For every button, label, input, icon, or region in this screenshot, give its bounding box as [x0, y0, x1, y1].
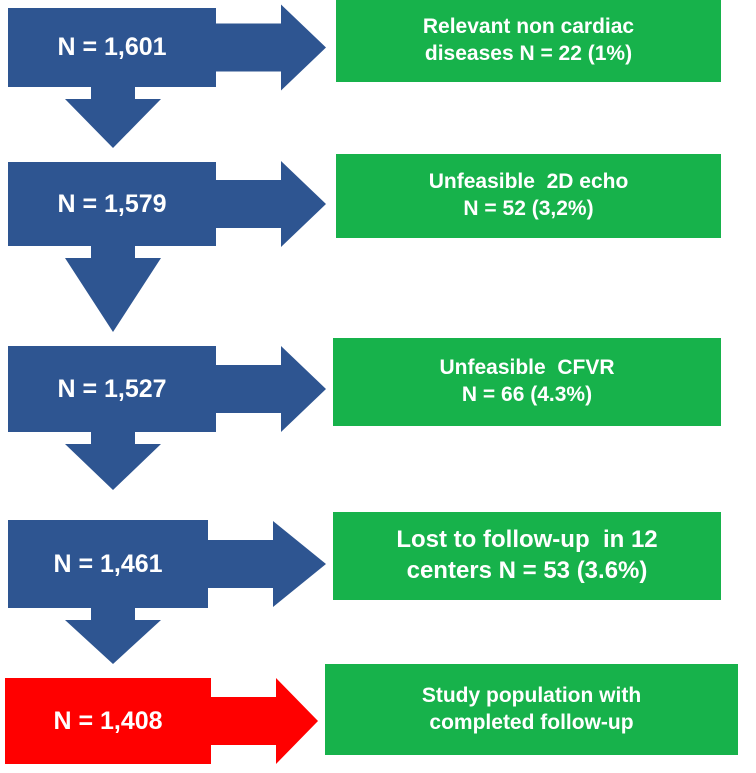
count-box-4: N = 1,461	[8, 520, 208, 608]
down-arrow-2	[65, 244, 161, 332]
outcome-line-1: Unfeasible 2D echo	[428, 170, 629, 194]
exclusion-box-2: Unfeasible 2D echo N = 52 (3,2%)	[336, 154, 721, 238]
outcome-line-1: Study population with	[421, 683, 642, 707]
right-arrow-4	[206, 521, 326, 607]
right-arrow-5	[209, 678, 318, 764]
outcome-line-2: diseases N = 22 (1%)	[424, 42, 633, 65]
outcome-line-2: completed follow-up	[429, 710, 634, 734]
exclusion-box-3: Unfeasible CFVR N = 66 (4.3%)	[333, 338, 721, 426]
right-arrow-3	[214, 346, 326, 432]
outcome-line-2: centers N = 53 (3.6%)	[406, 557, 648, 584]
final-count-box: N = 1,408	[5, 678, 211, 764]
exclusion-box-1: Relevant non cardiac diseases N = 22 (1%)	[336, 0, 721, 82]
right-arrow-2	[214, 161, 326, 247]
down-arrow-1	[65, 85, 161, 148]
count-box-1: N = 1,601	[8, 8, 216, 87]
down-arrow-4	[65, 606, 161, 664]
exclusion-box-4: Lost to follow-up in 12 centers N = 53 (3…	[333, 512, 721, 600]
outcome-line-2: N = 52 (3,2%)	[463, 197, 594, 220]
outcome-line-2: N = 66 (4.3%)	[461, 383, 593, 406]
outcome-line-1: Relevant non cardiac	[422, 15, 635, 39]
outcome-line-1: Unfeasible CFVR	[439, 356, 615, 380]
count-box-2: N = 1,579	[8, 162, 216, 246]
down-arrow-3	[65, 430, 161, 490]
study-population-box: Study population with completed follow-up	[325, 664, 738, 755]
outcome-line-1: Lost to follow-up in 12	[396, 526, 658, 554]
right-arrow-1	[214, 4, 326, 91]
count-box-3: N = 1,527	[8, 346, 216, 432]
